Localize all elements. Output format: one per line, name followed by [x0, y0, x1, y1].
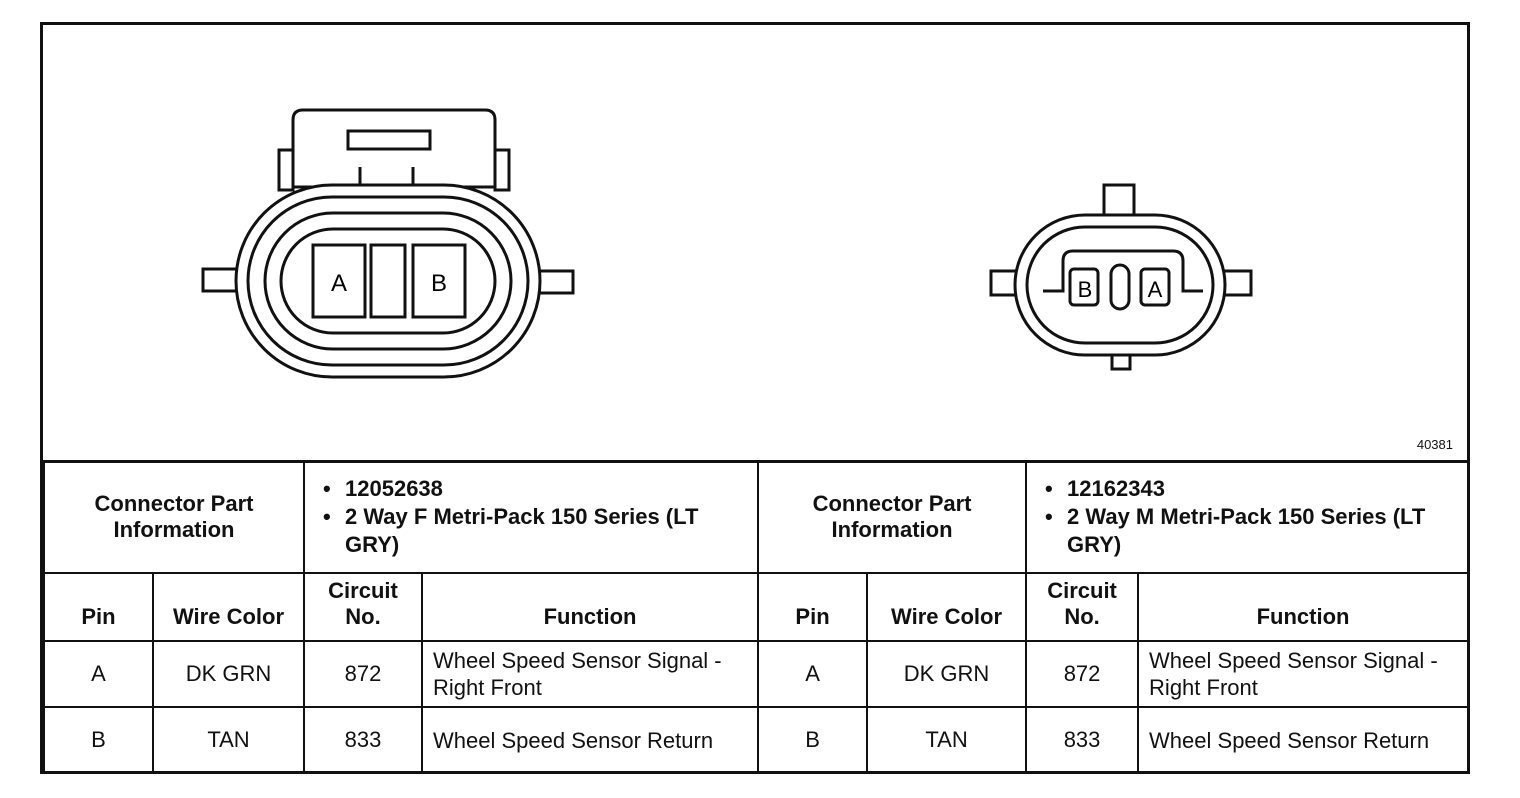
left-circuit-no: 833: [303, 706, 424, 774]
connector-pinout-table: Connector Part Information 12052638 2 Wa…: [42, 460, 1470, 774]
left-part-number: 12052638: [323, 475, 747, 503]
left-part-description: 2 Way F Metri-Pack 150 Series (LT GRY): [323, 503, 747, 559]
right-header-circuit-no: Circuit No.: [1025, 572, 1140, 642]
left-pin: A: [43, 640, 154, 708]
connector-drawing: A B B A 40381: [43, 25, 1467, 463]
right-wire-color: DK GRN: [866, 640, 1028, 708]
left-header-pin: Pin: [43, 572, 154, 642]
right-circuit-no: 872: [1025, 640, 1140, 708]
female-connector: [201, 108, 575, 379]
right-header-wire-color: Wire Color: [866, 572, 1028, 642]
left-part-info: 12052638 2 Way F Metri-Pack 150 Series (…: [303, 460, 760, 574]
right-wire-color: TAN: [866, 706, 1028, 774]
right-part-info: 12162343 2 Way M Metri-Pack 150 Series (…: [1025, 460, 1470, 574]
right-part-description: 2 Way M Metri-Pack 150 Series (LT GRY): [1045, 503, 1457, 559]
left-function: Wheel Speed Sensor Return: [421, 706, 760, 774]
female-pin-a-label: A: [331, 270, 347, 297]
right-function: Wheel Speed Sensor Return: [1137, 706, 1470, 774]
connector-illustration: A B B A: [201, 108, 1253, 379]
right-header-function: Function: [1137, 572, 1470, 642]
right-function: Wheel Speed Sensor Signal - Right Front: [1137, 640, 1470, 708]
left-wire-color: DK GRN: [151, 640, 306, 708]
male-pin-b-label: B: [1078, 277, 1093, 302]
right-circuit-no: 833: [1025, 706, 1140, 774]
table-row: B TAN 833 Wheel Speed Sensor Return B TA…: [43, 706, 1470, 774]
diagram-frame: A B B A 40381: [40, 22, 1470, 774]
left-function: Wheel Speed Sensor Signal - Right Front: [421, 640, 760, 708]
left-header-function: Function: [421, 572, 760, 642]
table-row: A DK GRN 872 Wheel Speed Sensor Signal -…: [43, 640, 1470, 708]
left-header-wire-color: Wire Color: [151, 572, 306, 642]
male-connector: [989, 183, 1253, 371]
right-header-pin: Pin: [757, 572, 869, 642]
part-info-row: Connector Part Information 12052638 2 Wa…: [42, 460, 1470, 574]
female-pin-b-label: B: [431, 270, 447, 297]
figure-number: 40381: [1416, 437, 1453, 452]
right-part-number: 12162343: [1045, 475, 1457, 503]
column-header-row: Pin Wire Color Circuit No. Function Pin …: [43, 572, 1470, 642]
male-pin-a-label: A: [1148, 277, 1163, 302]
left-part-info-label: Connector Part Information: [42, 460, 306, 574]
left-pin: B: [43, 706, 154, 774]
left-wire-color: TAN: [151, 706, 306, 774]
left-circuit-no: 872: [303, 640, 424, 708]
right-part-info-label: Connector Part Information: [757, 460, 1028, 574]
right-pin: A: [757, 640, 869, 708]
left-header-circuit-no: Circuit No.: [303, 572, 424, 642]
right-pin: B: [757, 706, 869, 774]
